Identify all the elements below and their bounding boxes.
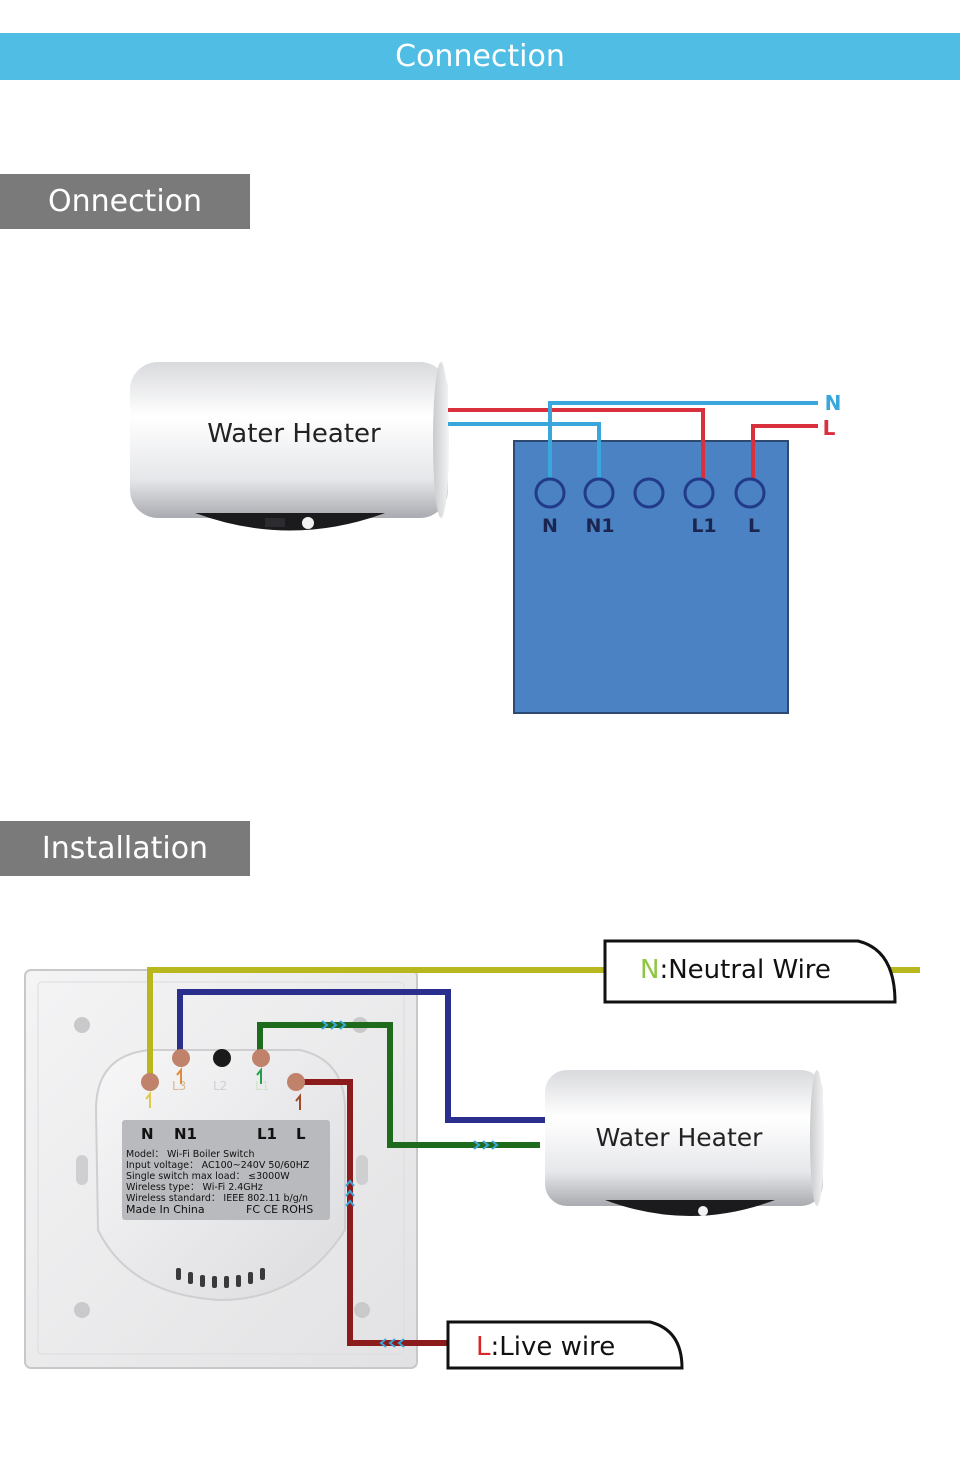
terminal-label-n: N bbox=[542, 515, 558, 537]
heater-label: Water Heater bbox=[207, 419, 381, 449]
wire-live-supply bbox=[751, 424, 818, 480]
diagram-installation: N N1 L1 L Model： Wi-Fi Boiler Switch Inp… bbox=[24, 939, 920, 1370]
callout-neutral-text: :Neutral Wire bbox=[659, 955, 830, 985]
flow-arrows bbox=[321, 1020, 499, 1348]
callout-live: L:Live wire bbox=[446, 1320, 684, 1370]
callout-neutral-prefix: N bbox=[640, 955, 659, 985]
terminal-label-l1: L1 bbox=[691, 515, 716, 537]
svg-text:L:Live wire: L:Live wire bbox=[476, 1332, 615, 1362]
spec-line: Input voltage： AC100~240V 50/60HZ bbox=[126, 1160, 310, 1171]
section-tab-connection: Onnection bbox=[0, 174, 250, 229]
terminal-screw-l1 bbox=[252, 1049, 270, 1067]
wire-neutral-heater bbox=[448, 422, 601, 480]
terminal-n bbox=[534, 477, 566, 509]
spec-line: Wireless standard： IEEE 802.11 b/g/n bbox=[126, 1193, 308, 1204]
callout-live-prefix: L bbox=[476, 1332, 491, 1362]
spec-lines: Model： Wi-Fi Boiler Switch Input voltage… bbox=[126, 1149, 310, 1204]
module-label-l: L bbox=[296, 1125, 306, 1143]
terminal-screw-l bbox=[287, 1073, 305, 1091]
screw-hole-icon bbox=[354, 1302, 370, 1318]
terminal-screw-n bbox=[141, 1073, 159, 1091]
label-neutral-line: N bbox=[825, 391, 842, 415]
label-live-line: L bbox=[823, 416, 836, 440]
terminal-label-n1: N1 bbox=[585, 515, 614, 537]
made-in-text: Made In China bbox=[126, 1203, 205, 1216]
terminal-n1 bbox=[583, 477, 615, 509]
wires bbox=[448, 401, 818, 480]
section-tab-installation: Installation bbox=[0, 821, 250, 876]
screw-hole-icon bbox=[74, 1017, 90, 1033]
faded-label-l1: L1 bbox=[255, 1079, 269, 1093]
module-label-n: N bbox=[141, 1125, 154, 1143]
terminal-arrows bbox=[145, 1067, 301, 1110]
wire-blue-heater bbox=[177, 989, 548, 1123]
faded-label-l3: L3 bbox=[172, 1079, 186, 1093]
wire-green-heater bbox=[257, 1022, 540, 1148]
water-heater-tank-2: Water Heater bbox=[545, 1070, 824, 1216]
module-label-n1: N1 bbox=[174, 1125, 197, 1143]
diagram-connection: Water Heater N L N N1 L1 L bbox=[130, 362, 842, 714]
terminal-label-l: L bbox=[748, 515, 760, 537]
terminal-empty bbox=[633, 477, 665, 509]
certification-marks: FС СЕ ROHS bbox=[246, 1203, 313, 1216]
terminal-l bbox=[734, 477, 766, 509]
svg-text:N:Neutral Wire: N:Neutral Wire bbox=[640, 955, 831, 985]
spec-label bbox=[122, 1120, 330, 1220]
wire-live-heater bbox=[448, 408, 705, 480]
faded-label-l2: L2 bbox=[213, 1079, 227, 1093]
wire-neutral-supply bbox=[548, 401, 818, 480]
heater-label-2: Water Heater bbox=[596, 1123, 764, 1152]
callout-live-text: :Live wire bbox=[491, 1332, 616, 1362]
terminal-screw-l2 bbox=[213, 1049, 231, 1067]
module-vents bbox=[176, 1268, 265, 1288]
screw-hole-icon bbox=[74, 1302, 90, 1318]
page-banner: Connection bbox=[0, 33, 960, 80]
module-label-l1: L1 bbox=[257, 1125, 277, 1143]
terminal-screw-n1 bbox=[172, 1049, 190, 1067]
terminals: N N1 L1 L bbox=[534, 477, 766, 537]
spec-line: Wireless type： Wi-Fi 2.4GHz bbox=[126, 1182, 263, 1193]
callout-neutral: N:Neutral Wire bbox=[603, 939, 897, 1004]
spec-line: Single switch max load： ≤3000W bbox=[126, 1171, 290, 1182]
water-heater-tank: Water Heater bbox=[130, 362, 449, 531]
spec-line: Model： Wi-Fi Boiler Switch bbox=[126, 1149, 255, 1160]
terminal-l1 bbox=[683, 477, 715, 509]
